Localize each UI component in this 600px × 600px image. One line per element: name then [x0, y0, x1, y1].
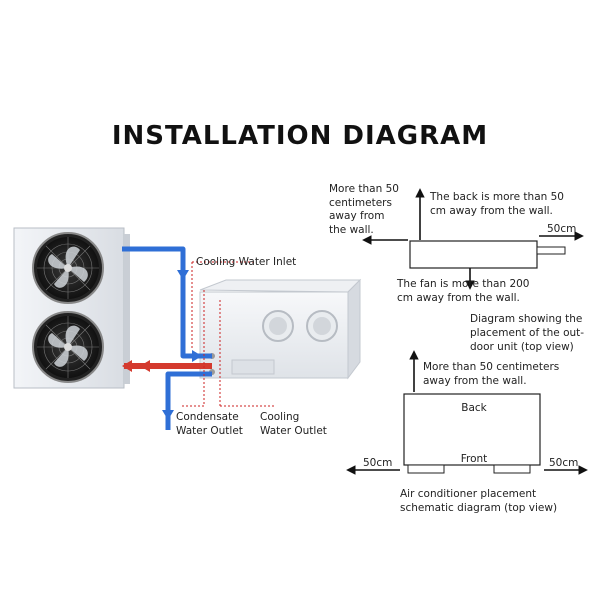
label-guide-lines [180, 261, 274, 407]
fan-icon [32, 232, 104, 304]
ac-back-clearance-note: More than 50 centimeters away from the w… [423, 361, 563, 387]
ac-front-label: Front [461, 453, 488, 465]
condensate-water-outlet-label: Condensate Water Outlet [176, 411, 243, 437]
outdoor-unit [13, 227, 130, 389]
indoor-unit [199, 278, 362, 380]
fan-icon [32, 311, 104, 383]
cooling-water-outlet-pipe [122, 360, 212, 372]
ac-right-distance-label: 50cm [549, 457, 578, 469]
outdoor-back-clearance-note: The back is more than 50 cm away from th… [429, 191, 567, 217]
cooling-water-inlet-label: Cooling Water Inlet [196, 256, 296, 268]
outdoor-unit-top-view [362, 188, 584, 290]
ac-left-distance-label: 50cm [363, 457, 392, 469]
outdoor-top-view-caption: Diagram showing the placement of the out… [470, 313, 587, 353]
cooling-water-outlet-label: Cooling Water Outlet [260, 411, 327, 437]
ac-top-view-caption: Air conditioner placement schematic diag… [400, 488, 557, 514]
condensate-water-outlet-pipe [162, 371, 212, 430]
ac-back-label: Back [461, 402, 487, 414]
outdoor-fan-clearance-note: The fan is more than 200 cm away from th… [396, 278, 533, 304]
page-title: INSTALLATION DIAGRAM [112, 121, 488, 151]
outdoor-right-distance-label: 50cm [547, 223, 576, 235]
ac-unit-top-view [346, 350, 588, 475]
cooling-water-inlet-pipe [122, 246, 212, 362]
outdoor-left-clearance-note: More than 50 centimeters away from the w… [329, 183, 402, 236]
